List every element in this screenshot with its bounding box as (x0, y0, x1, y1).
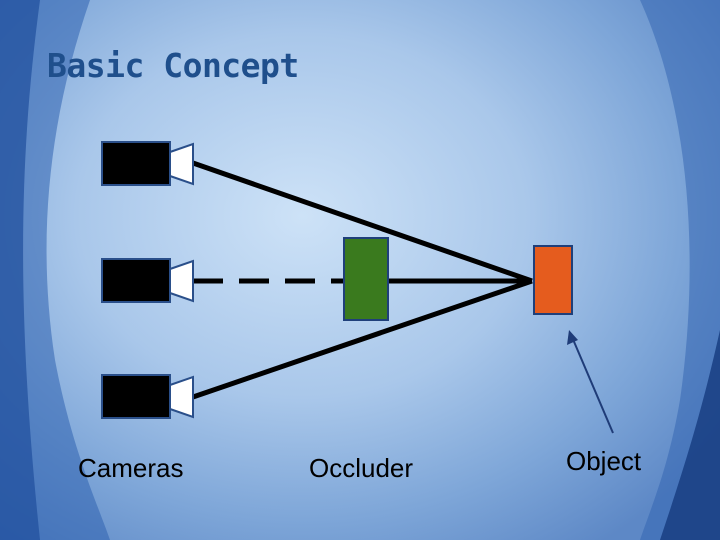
ray-top (192, 160, 533, 284)
occluder-block (343, 237, 389, 321)
camera-2 (101, 258, 194, 303)
camera-3 (101, 374, 194, 419)
ray-bottom (192, 278, 533, 400)
object-pointer-arrow (567, 330, 614, 434)
camera-body (101, 141, 171, 186)
camera-lens (169, 259, 194, 303)
camera-body (101, 258, 171, 303)
object-label: Object (566, 446, 642, 476)
camera-lens (169, 375, 194, 419)
camera-lens (169, 142, 194, 186)
object-block (533, 245, 573, 315)
camera-1 (101, 141, 194, 186)
cameras-label: Cameras (78, 453, 184, 483)
slide-title: Basic Concept (47, 46, 299, 85)
camera-body (101, 374, 171, 419)
occluder-label: Occluder (309, 453, 414, 483)
